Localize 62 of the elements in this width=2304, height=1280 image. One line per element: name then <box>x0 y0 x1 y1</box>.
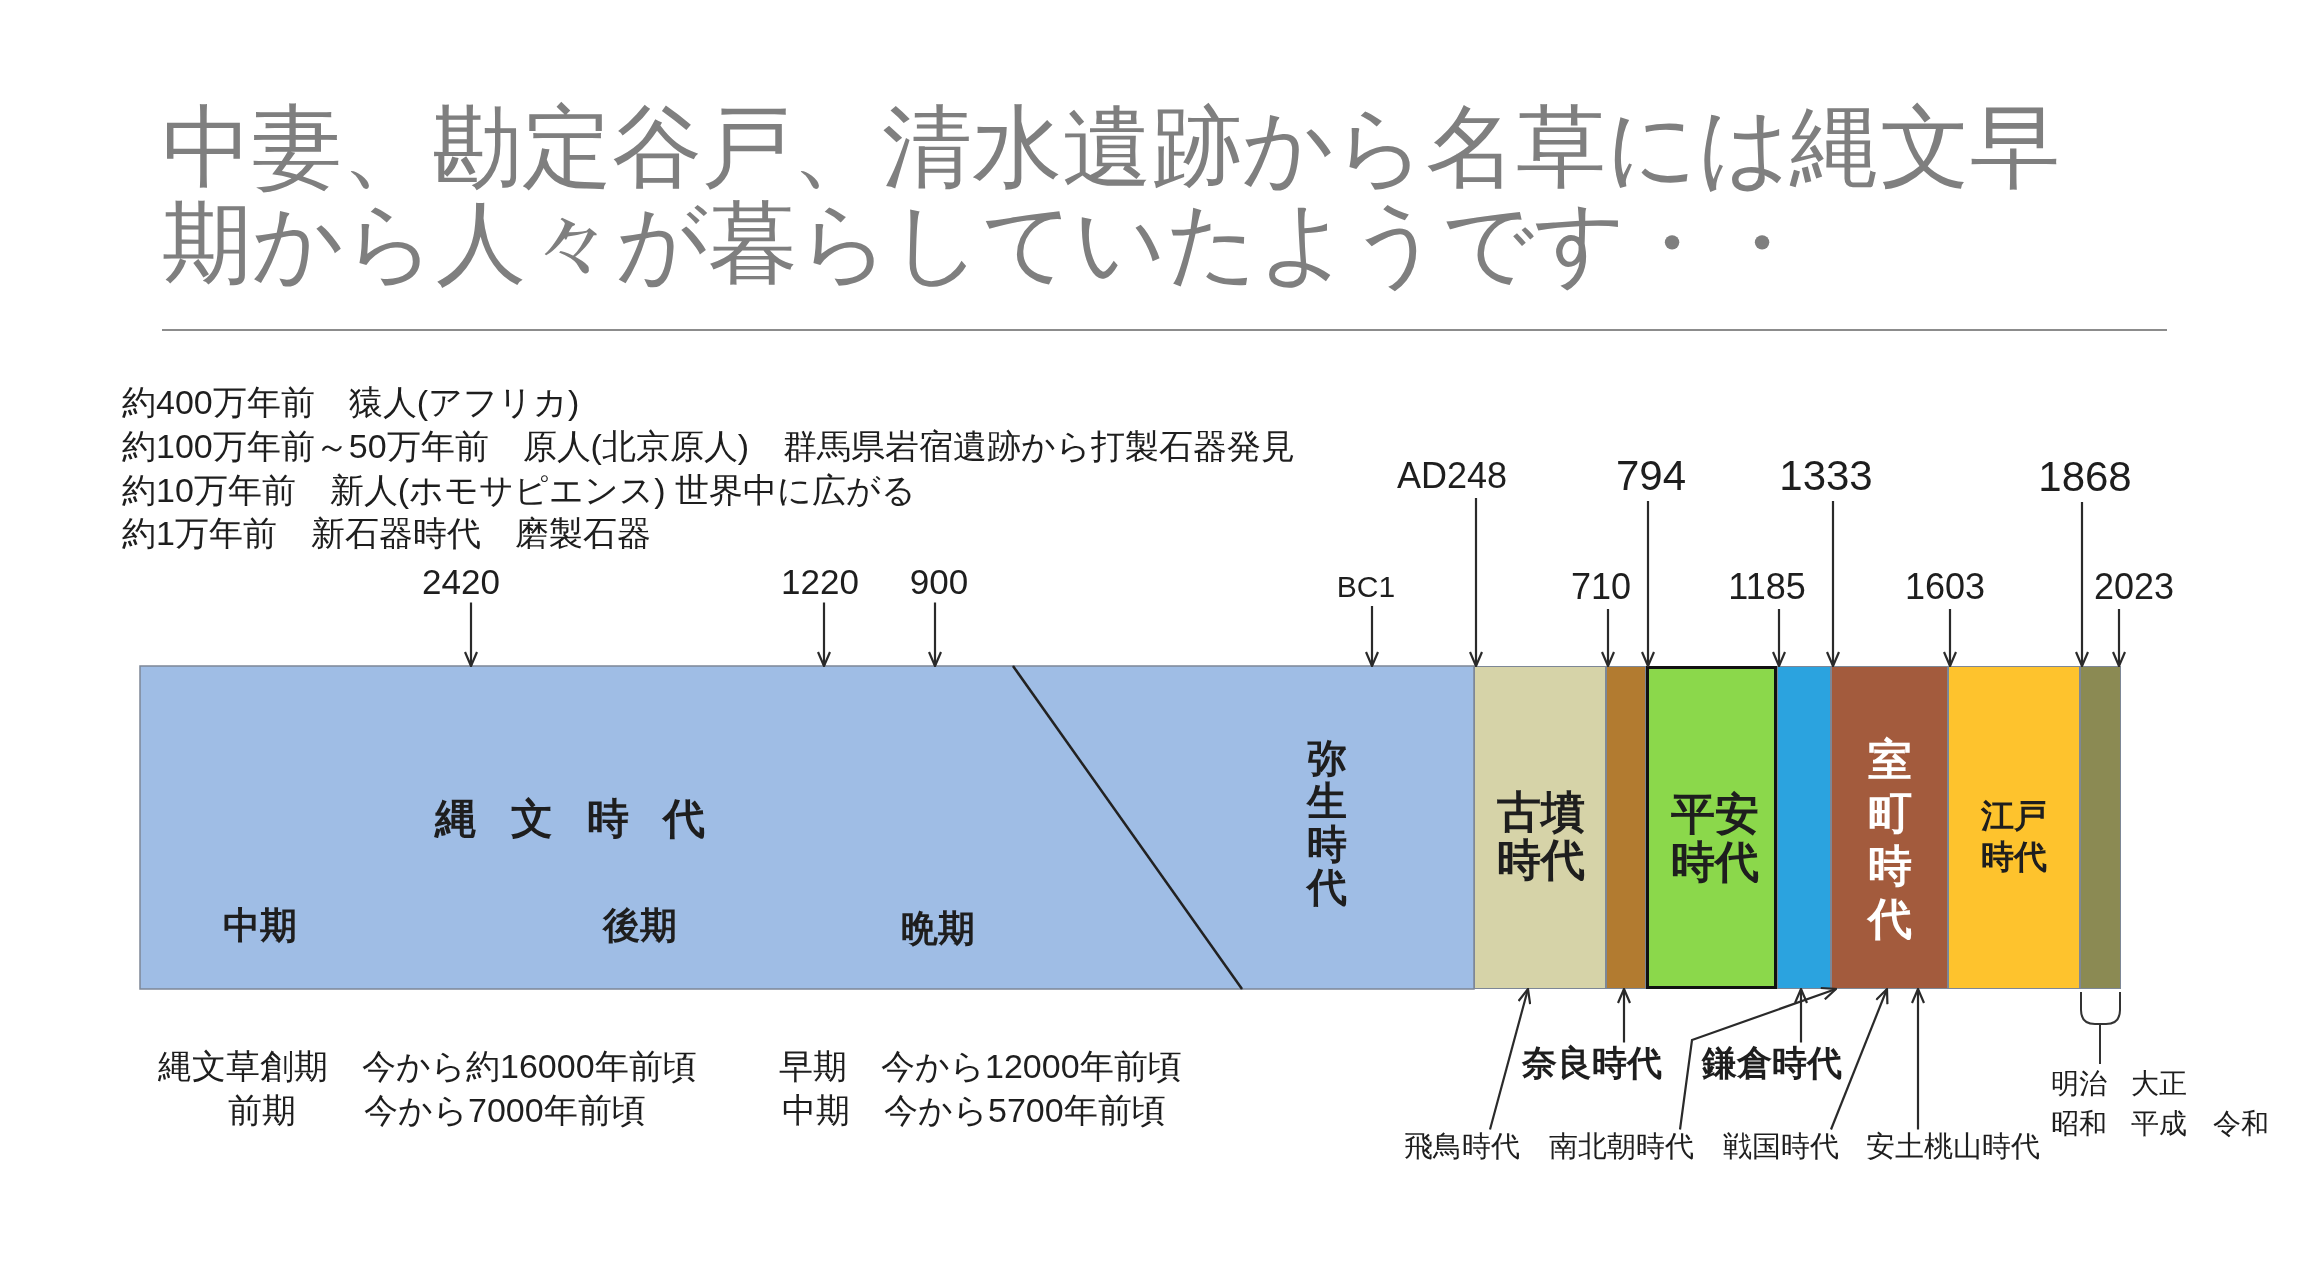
year-label: 1185 <box>1728 569 1806 605</box>
arrow <box>1825 501 1841 668</box>
arrow <box>927 602 943 668</box>
note-text: 前期 今から7000年前頃 <box>228 1093 646 1127</box>
year-label: 900 <box>909 563 969 599</box>
era-name: 江戸時代 <box>1980 796 2048 877</box>
year-label: 1868 <box>2038 456 2132 498</box>
note-text: 約400万年前 猿人(アフリカ) <box>122 385 580 419</box>
era-label: 飛鳥時代 <box>1404 1131 1520 1161</box>
era-band <box>1831 666 1948 989</box>
arrow <box>2074 502 2090 668</box>
year-label: 2023 <box>2093 569 2175 605</box>
arrow <box>1678 986 1838 1130</box>
arrow <box>463 602 479 668</box>
note-text: 縄文草創期 今から約16000年前頃 <box>158 1049 697 1083</box>
era-band <box>1606 666 1646 989</box>
era-band <box>1948 666 2080 989</box>
arrow <box>1364 606 1380 668</box>
slide-title: 中妻、勘定谷戸、清水遺跡から名草には縄文早期から人々が暮らしていたようです・・ <box>162 99 2061 291</box>
note-text: 中期 今から5700年前頃 <box>782 1093 1166 1127</box>
era-name: 平安時代 <box>1670 790 1760 886</box>
arrow <box>816 602 832 668</box>
note-text: 早期 今から12000年前頃 <box>779 1049 1182 1083</box>
arrow <box>1600 609 1616 668</box>
era-band <box>2080 666 2121 989</box>
year-label: 794 <box>1615 455 1687 497</box>
arrow <box>1829 987 1889 1130</box>
arrow <box>1942 609 1958 668</box>
year-label: 1603 <box>1904 569 1986 605</box>
era-label: 戦国時代 <box>1723 1131 1839 1161</box>
year-label: AD248 <box>1396 458 1508 494</box>
era-name: 室町時代 <box>1867 734 1913 945</box>
arrow <box>2111 609 2127 668</box>
era-label: 安土桃山時代 <box>1866 1131 2040 1161</box>
year-label: 1220 <box>781 563 859 599</box>
arrow <box>1910 987 1926 1130</box>
era-name: 古墳時代 <box>1496 788 1586 884</box>
arrow <box>1468 498 1484 668</box>
era-name: 弥生時代 <box>1306 737 1348 909</box>
era-name: 平成 <box>2131 1110 2187 1138</box>
era-label: 鎌倉時代 <box>1702 1044 1842 1080</box>
arrow <box>1616 987 1632 1043</box>
era-name: 令和 <box>2213 1110 2269 1138</box>
year-label: 710 <box>1570 569 1632 605</box>
era-band <box>1646 666 1777 989</box>
era-name: 明治 <box>2051 1070 2107 1098</box>
year-label: 2420 <box>422 563 500 599</box>
arrow <box>1640 501 1656 668</box>
arrow <box>1793 987 1809 1043</box>
note-text: 約10万年前 新人(ホモサピエンス) 世界中に広がる <box>122 473 916 507</box>
year-label: 1333 <box>1779 455 1873 497</box>
note-text: 約1万年前 新石器時代 磨製石器 <box>122 516 651 550</box>
era-label: 奈良時代 <box>1522 1044 1662 1080</box>
arrow <box>1488 987 1532 1130</box>
era-name: 大正 <box>2131 1070 2187 1098</box>
era-label: 南北朝時代 <box>1548 1131 1694 1161</box>
year-label: BC1 <box>1336 572 1396 602</box>
note-text: 約100万年前～50万年前 原人(北京原人) 群馬県岩宿遺跡から打製石器発見 <box>122 429 1296 463</box>
era-band <box>1777 666 1831 989</box>
arrow <box>1771 609 1787 668</box>
era-band <box>1474 666 1606 989</box>
era-name: 昭和 <box>2051 1110 2107 1138</box>
